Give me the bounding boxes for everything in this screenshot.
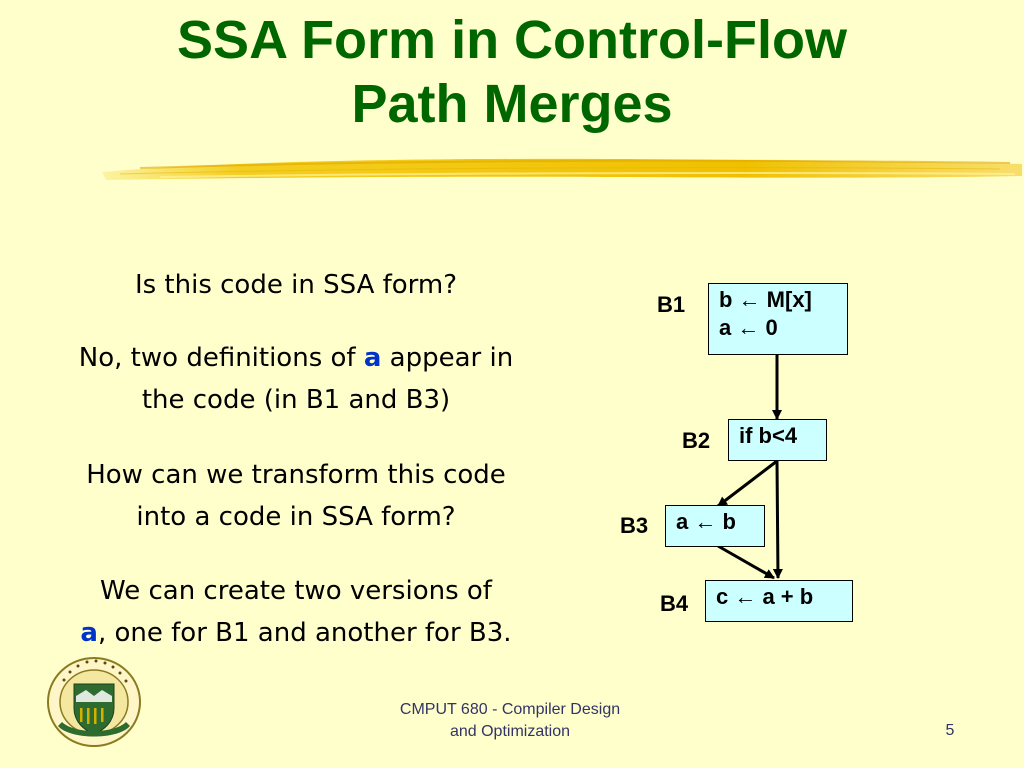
answer-two-definitions: No, two definitions of a appear in the c… (30, 337, 562, 421)
block-label-b1: B1 (657, 292, 686, 317)
block-label-b2: B2 (682, 428, 711, 453)
edge-b2-b3 (717, 459, 778, 508)
question-transform-line-2: into a code in SSA form? (136, 502, 456, 532)
edge-b2-b4 (772, 460, 783, 579)
block-label-b3: B3 (620, 513, 649, 538)
b1-instruction-1: b ← M[x] (719, 287, 812, 312)
answer-text-part: appear in (381, 343, 514, 373)
edge-b3-b4 (717, 544, 775, 580)
variable-a: a (363, 343, 382, 373)
answer-two-versions: We can create two versions of a, one for… (30, 570, 562, 654)
question-ssa-form-text: Is this code in SSA form? (134, 270, 458, 300)
page-number: 5 (945, 722, 955, 739)
b1-instruction-2: a ← 0 (719, 315, 778, 340)
slide-title-line-2: Path Merges (351, 74, 673, 134)
block-b3: a ← b (665, 505, 765, 547)
footer-course-line-1: CMPUT 680 - Compiler Design (399, 701, 621, 718)
question-ssa-form: Is this code in SSA form? (30, 264, 562, 306)
footer-course-title: CMPUT 680 - Compiler Design and Optimiza… (300, 699, 720, 743)
block-label-b4: B4 (660, 591, 689, 616)
university-of-alberta-logo (47, 657, 141, 747)
block-b1: b ← M[x] a ← 0 (708, 283, 848, 355)
b4-instruction-1: c ← a + b (716, 584, 814, 609)
b2-instruction-1: if b<4 (739, 423, 798, 448)
block-b2: if b<4 (728, 419, 827, 461)
answer-text-line-2: the code (in B1 and B3) (141, 385, 451, 415)
answer-two-versions-line-1: We can create two versions of (100, 576, 492, 606)
brush-stroke-underline (102, 158, 1022, 180)
variable-a: a (80, 618, 98, 648)
answer-text-part: No, two definitions of (78, 343, 364, 373)
slide-title-line-1: SSA Form in Control-Flow (177, 10, 847, 70)
question-transform-line-1: How can we transform this code (86, 460, 506, 490)
answer-two-versions-line-2: , one for B1 and another for B3. (97, 618, 512, 648)
question-transform: How can we transform this code into a co… (30, 454, 562, 538)
slide-title: SSA Form in Control-Flow Path Merges (0, 8, 1024, 136)
b3-instruction-1: a ← b (676, 509, 736, 534)
footer-course-line-2: and Optimization (449, 723, 571, 740)
block-b4: c ← a + b (705, 580, 853, 622)
